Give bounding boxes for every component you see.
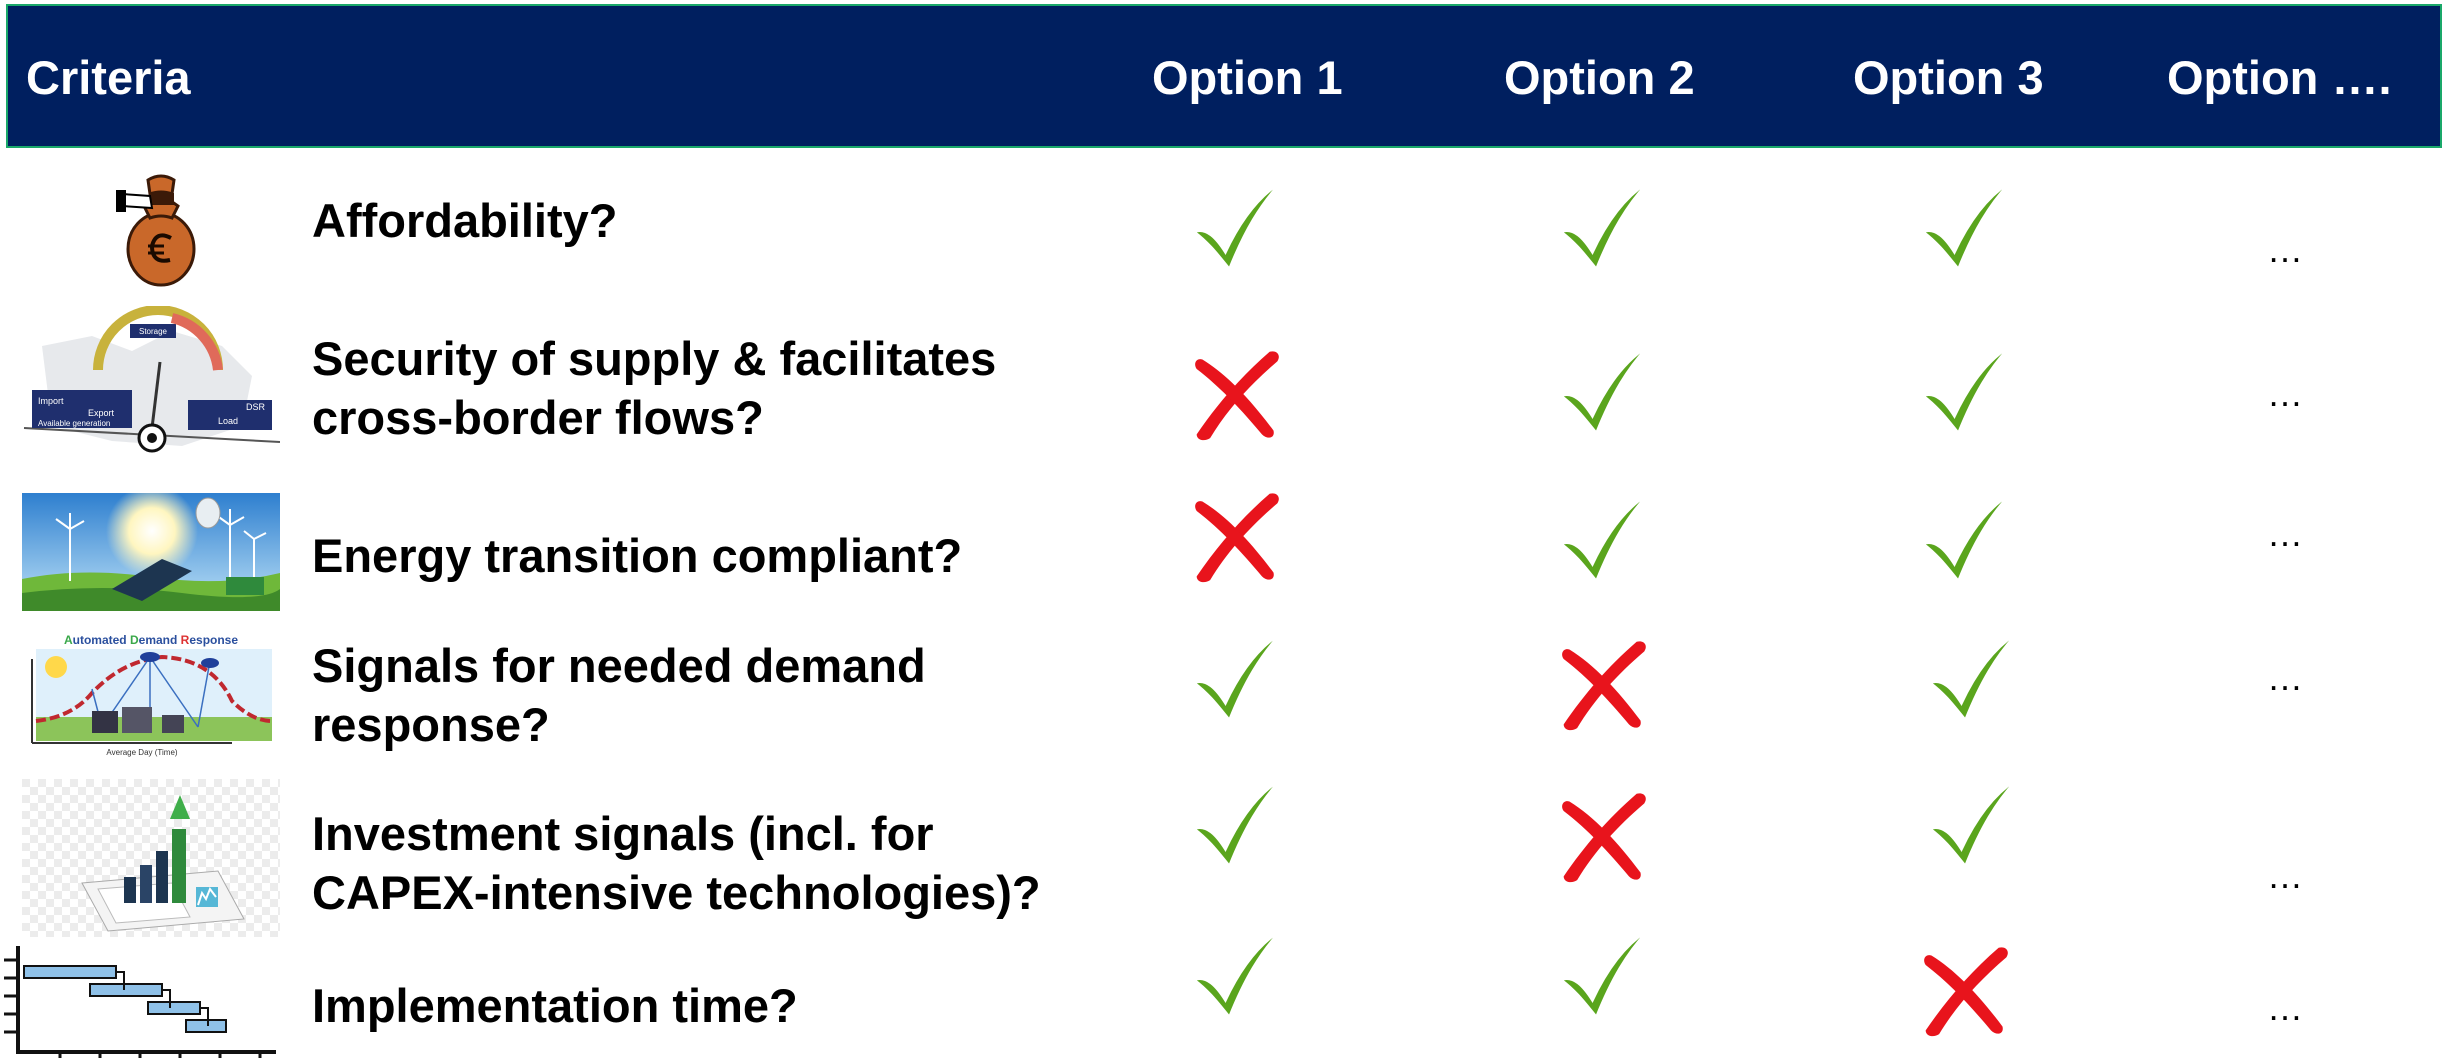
option-2-header: Option 2 <box>1504 51 1695 104</box>
load-label: Load <box>218 416 238 426</box>
option-3-check-icon <box>1925 631 2021 727</box>
option-1-check-icon <box>1189 631 1285 727</box>
option-3-check-icon <box>1918 492 2014 588</box>
option-2-check-icon <box>1556 180 1652 276</box>
option-3-check-icon <box>1918 344 2014 440</box>
criterion-label: Affordability? <box>312 194 618 247</box>
import-label: Import <box>38 396 64 406</box>
option-1-cross-icon <box>1189 346 1285 442</box>
criterion-label: Implementation time? <box>312 979 798 1032</box>
svg-text:Automated Demand Response: Automated Demand Response <box>64 633 238 647</box>
option-3-cross-icon <box>1918 942 2014 1038</box>
criterion-label: Investment signals (incl. for <box>312 807 934 860</box>
table-header: Criteria Option 1 Option 2 Option 3 Opti… <box>6 4 2442 148</box>
available-generation-label: Available generation <box>38 419 110 428</box>
export-label: Export <box>88 408 115 418</box>
demand-response-chart-icon: Automated Demand Response Average Day (T… <box>22 631 280 759</box>
option-more-value: … <box>2267 373 2303 414</box>
option-more-value: … <box>2267 229 2303 270</box>
option-2-check-icon <box>1556 928 1652 1024</box>
criterion-label: CAPEX-intensive technologies)? <box>312 866 1041 919</box>
criterion-label: Security of supply & facilitates <box>312 332 997 385</box>
storage-label: Storage <box>139 327 168 336</box>
option-2-cross-icon <box>1556 636 1652 732</box>
money-bag-euro-icon <box>22 166 280 288</box>
option-more-value: … <box>2267 513 2303 554</box>
option-2-check-icon <box>1556 344 1652 440</box>
supply-balance-scale-icon: Storage Import Export Available generati… <box>22 306 280 458</box>
option-1-check-icon <box>1189 180 1285 276</box>
option-2-cross-icon <box>1556 788 1652 884</box>
option-more-value: … <box>2267 855 2303 896</box>
option-more-header: Option …. <box>2167 51 2392 104</box>
criterion-label: Energy transition compliant? <box>312 529 963 582</box>
option-more-value: … <box>2267 987 2303 1028</box>
option-1-check-icon <box>1189 777 1285 873</box>
criterion-label: cross-border flows? <box>312 391 764 444</box>
investment-growth-chart-icon <box>22 779 280 937</box>
energy-transition-landscape-icon <box>22 493 280 611</box>
option-3-check-icon <box>1925 777 2021 873</box>
option-1-cross-icon <box>1189 488 1285 584</box>
criterion-label: response? <box>312 698 550 751</box>
option-1-header: Option 1 <box>1152 51 1343 104</box>
option-3-header: Option 3 <box>1853 51 2044 104</box>
dsr-label: DSR <box>246 402 266 412</box>
implementation-gantt-icon <box>0 946 280 1058</box>
option-1-check-icon <box>1189 928 1285 1024</box>
x-axis-label: Average Day (Time) <box>106 748 177 757</box>
option-more-value: … <box>2267 657 2303 698</box>
criteria-header: Criteria <box>26 51 191 104</box>
option-3-check-icon <box>1918 180 2014 276</box>
option-2-check-icon <box>1556 492 1652 588</box>
criterion-label: Signals for needed demand <box>312 639 926 692</box>
